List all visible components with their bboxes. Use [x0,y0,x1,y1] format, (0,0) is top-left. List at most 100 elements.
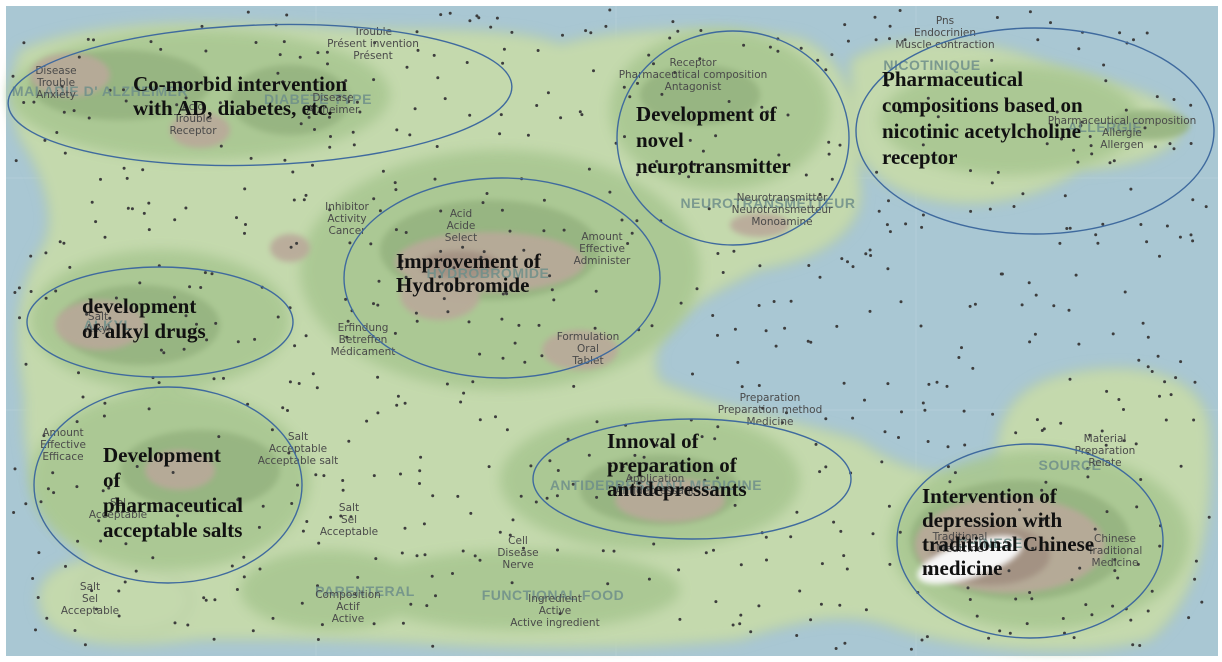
document-dot [304,334,308,338]
document-dot [175,103,179,107]
document-dot [555,494,559,498]
document-dot [372,474,376,478]
document-dot [1138,644,1142,647]
document-dot [469,511,473,515]
document-dot [712,548,715,552]
document-dot [731,623,735,627]
document-dot [326,62,329,66]
document-dot [780,421,784,425]
document-dot [1088,135,1092,138]
document-dot [414,311,418,315]
document-dot [471,380,475,384]
document-dot [819,602,823,606]
document-dot [1035,418,1039,422]
keyword: Allergie [1102,127,1142,139]
document-dot [338,94,342,98]
document-dot [814,442,818,446]
cluster-label-line: neurotransmitter [636,154,791,178]
document-dot [830,177,834,181]
document-dot [281,406,285,410]
document-dot [107,486,111,490]
document-dot [523,360,527,364]
document-dot [1090,613,1094,617]
document-dot [925,635,929,639]
document-dot [840,257,844,261]
document-dot [546,91,550,95]
document-dot [1117,398,1121,401]
document-dot [204,598,208,602]
document-dot [655,443,659,447]
keyword: Receptor [169,125,217,137]
document-dot [1124,108,1128,112]
document-dot [1018,508,1022,512]
keyword: Disease [35,65,76,77]
document-dot [758,264,762,268]
document-dot [1189,142,1193,145]
document-dot [888,230,892,234]
document-dot [548,459,552,463]
region-label: SOURCE [1039,457,1102,473]
document-dot [498,132,502,136]
document-dot [742,43,746,47]
document-dot [820,562,824,566]
document-dot [1090,152,1094,156]
document-dot [188,285,192,289]
cluster-label-line: novel [636,128,684,152]
document-dot [203,271,207,275]
keyword: Pharmaceutical composition [1048,115,1197,127]
document-dot [594,289,598,293]
document-dot [593,326,597,330]
document-dot [963,443,967,447]
cluster-label-line: Intervention of [922,484,1058,508]
document-dot [740,385,744,389]
document-dot [77,371,80,375]
document-dot [72,109,76,113]
document-dot [184,96,188,100]
document-dot [351,130,355,134]
document-dot [772,300,776,303]
document-dot [1105,389,1109,393]
document-dot [1169,393,1173,397]
document-dot [713,437,717,441]
document-dot [348,241,352,245]
document-dot [716,476,719,480]
keyword: Active [539,605,571,617]
document-dot [809,618,813,622]
document-dot [946,465,950,469]
document-dot [124,542,128,546]
document-dot [76,539,80,543]
keyword: Formulation [557,331,620,343]
document-dot [1014,597,1018,601]
document-dot [1129,187,1133,191]
document-dot [617,483,621,487]
document-dot [222,376,225,380]
document-dot [286,409,289,412]
document-dot [114,296,118,300]
cluster-label-line: of [103,468,122,492]
document-dot [369,242,373,246]
document-dot [328,115,331,119]
document-dot [184,314,188,318]
document-dot [526,133,530,137]
document-dot [542,198,546,202]
cluster-ellipse [343,177,661,379]
document-dot [1088,433,1092,437]
keyword: Neurotransmetteur [732,204,834,216]
keyword: Administer [574,255,631,267]
document-dot [202,596,206,600]
document-dot [431,644,435,648]
document-dot [1111,604,1115,608]
document-dot [94,220,98,224]
cluster-label-line: traditional Chinese [922,532,1094,556]
keyword: Oral [577,343,599,355]
document-dot [944,155,948,159]
keyword: Effective [40,439,86,451]
keyword: Medicine [937,543,984,555]
document-dot [990,181,994,185]
document-dot [1014,431,1018,435]
document-dot [842,381,846,385]
